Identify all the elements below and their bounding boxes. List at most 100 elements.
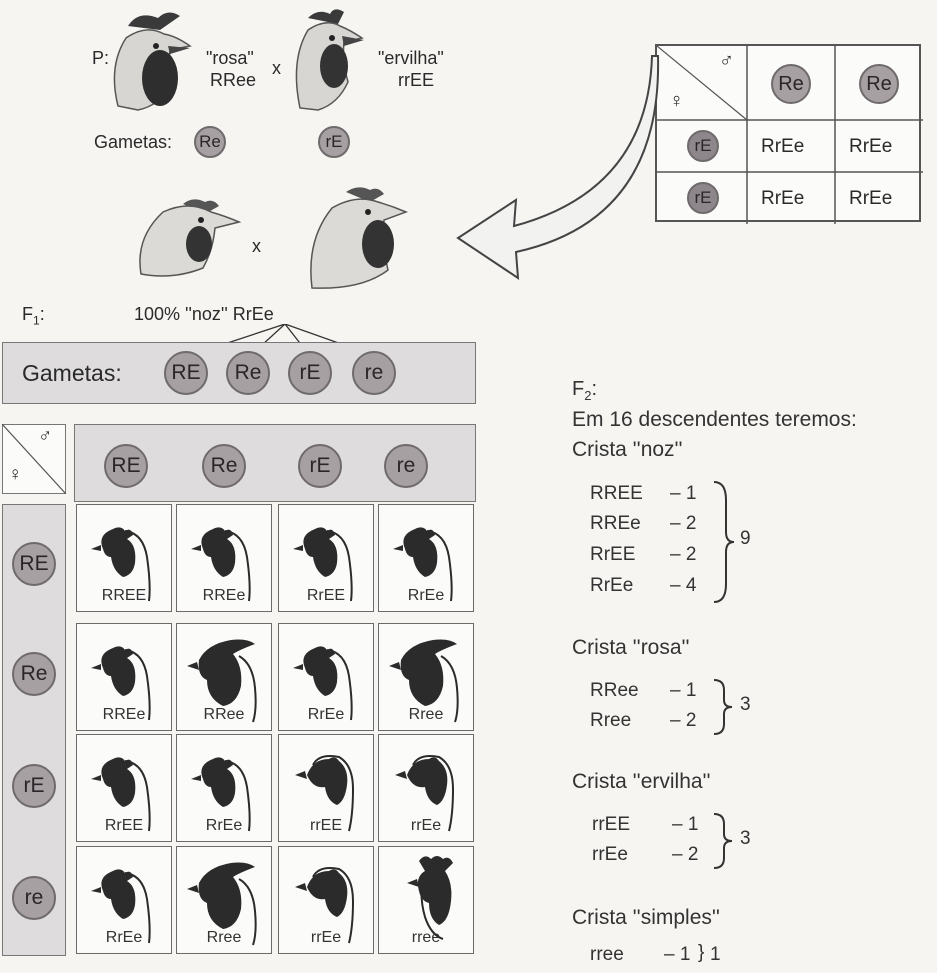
f2-offspring-cell: RrEe bbox=[378, 504, 474, 612]
brace-simples: } bbox=[698, 942, 705, 963]
f2-offspring-cell: rree bbox=[378, 846, 474, 954]
group-simples-count: – 1 bbox=[664, 944, 691, 965]
p-label: P: bbox=[92, 48, 110, 68]
gametas-label-parents: Gametas: bbox=[94, 132, 173, 152]
f2-cell-genotype: RREE bbox=[101, 587, 147, 604]
f1-table-col-gamete: Re bbox=[859, 64, 899, 104]
f2-offspring-cell: rrEe bbox=[378, 734, 474, 842]
f2-offspring-cell: RrEe bbox=[76, 846, 172, 954]
f2-offspring-cell: RrEe bbox=[176, 734, 272, 842]
f2-row-gamete: re bbox=[12, 876, 56, 920]
group-title-simples: Crista ''simples'' bbox=[572, 906, 720, 929]
group-noz-geno: RREE bbox=[590, 483, 643, 504]
group-noz-count: – 1 bbox=[670, 483, 697, 504]
f1-gamete: rE bbox=[288, 351, 332, 395]
female-symbol: ♀ bbox=[669, 90, 684, 112]
f2-cell-genotype: rrEe bbox=[310, 929, 342, 946]
f1-label-sub: 1 bbox=[33, 313, 40, 328]
f2-offspring-cell: RrEE bbox=[76, 734, 172, 842]
f2-offspring-cell: Rree bbox=[378, 623, 474, 731]
rooster-silhouette-icon bbox=[91, 757, 151, 832]
f1-rooster-illustration bbox=[310, 187, 409, 289]
group-title-rosa: Crista ''rosa'' bbox=[572, 636, 690, 659]
f1-table-row-gamete: rE bbox=[687, 130, 719, 162]
f1-table-col-gamete: Re bbox=[771, 64, 811, 104]
f2-offspring-cell: rrEe bbox=[278, 846, 374, 954]
brace-rosa bbox=[713, 679, 733, 735]
f2-female-symbol: ♀ bbox=[8, 464, 23, 485]
group-noz-geno: RrEe bbox=[590, 575, 634, 596]
f1-table-cell: RrEe bbox=[849, 136, 893, 157]
rooster-silhouette-icon bbox=[389, 639, 459, 723]
group-ervilha-geno: rrEe bbox=[592, 844, 628, 865]
f1-gamete: RE bbox=[164, 351, 208, 395]
f2-row-gamete: rE bbox=[12, 764, 56, 808]
f2-col-gamete: re bbox=[384, 444, 428, 488]
male-symbol: ♂ bbox=[719, 50, 734, 72]
group-title-ervilha: Crista ''ervilha'' bbox=[572, 770, 711, 793]
f2-col-gamete: rE bbox=[298, 444, 342, 488]
rooster-silhouette-icon bbox=[393, 527, 453, 602]
f2-label-sub: 2 bbox=[584, 388, 592, 403]
cross-symbol-f1: x bbox=[252, 236, 261, 256]
rooster-silhouette-icon bbox=[91, 646, 151, 721]
f1-table-cell: RrEe bbox=[761, 188, 805, 209]
f2-cell-genotype: rree bbox=[411, 929, 441, 946]
brace-ervilha bbox=[713, 813, 733, 869]
f2-offspring-cell: RREe bbox=[176, 504, 272, 612]
f2-offspring-cell: RREe bbox=[76, 623, 172, 731]
rooster-silhouette-icon bbox=[91, 869, 151, 944]
rooster-silhouette-icon bbox=[395, 755, 455, 832]
f2-label-letter: F bbox=[572, 378, 585, 400]
f1-label-colon: : bbox=[39, 304, 45, 324]
f1-description: 100% ''noz'' RrEe bbox=[134, 304, 274, 324]
group-ervilha-geno: rrEE bbox=[592, 814, 630, 835]
rooster-silhouette-icon bbox=[187, 862, 257, 946]
rooster-silhouette-icon bbox=[293, 646, 353, 721]
f2-col-gamete: Re bbox=[202, 444, 246, 488]
rosa-name: "rosa" bbox=[206, 48, 254, 68]
f2-cell-genotype: RrEE bbox=[306, 587, 346, 604]
f2-offspring-cell: RRee bbox=[176, 623, 272, 731]
group-ervilha-count: – 1 bbox=[672, 814, 699, 835]
gamete-re-ervilha: rE bbox=[318, 126, 350, 158]
f2-col-gamete: RE bbox=[104, 444, 148, 488]
f1-gamete: re bbox=[352, 351, 396, 395]
group-rosa-total: 3 bbox=[740, 694, 751, 715]
curved-arrow-icon bbox=[456, 55, 660, 280]
f2-offspring-cell: RrEE bbox=[278, 504, 374, 612]
f2-male-symbol: ♂ bbox=[38, 426, 53, 447]
f2-row-gamete: Re bbox=[12, 652, 56, 696]
ervilha-genotype: rrEE bbox=[398, 70, 434, 90]
f2-cell-genotype: Rree bbox=[206, 929, 242, 946]
f2-offspring-cell: RrEe bbox=[278, 623, 374, 731]
f2-offspring-cell: rrEE bbox=[278, 734, 374, 842]
f1-table-cell: RrEe bbox=[849, 188, 893, 209]
rooster-silhouette-icon bbox=[293, 527, 353, 602]
f2-cell-genotype: RrEE bbox=[104, 817, 144, 834]
f1-table-cell: RrEe bbox=[761, 136, 805, 157]
rooster-silhouette-icon bbox=[295, 867, 355, 944]
rooster-silhouette-icon bbox=[91, 527, 151, 602]
group-rosa-geno: Rree bbox=[590, 710, 632, 731]
f2-cell-genotype: RrEe bbox=[105, 929, 143, 946]
f2-intro: Em 16 descendentes teremos: bbox=[572, 408, 857, 431]
rooster-silhouette-icon bbox=[191, 757, 251, 832]
brace-noz bbox=[713, 481, 735, 603]
f2-label: F2: bbox=[572, 378, 597, 403]
f2-row-gamete: RE bbox=[12, 542, 56, 586]
ervilha-rooster-illustration bbox=[295, 9, 364, 111]
group-simples-geno: rree bbox=[590, 944, 624, 965]
group-rosa-count: – 2 bbox=[670, 710, 697, 731]
f1-label-letter: F bbox=[22, 304, 33, 324]
gamete-re-rosa: Re bbox=[194, 126, 226, 158]
group-title-noz: Crista ''noz'' bbox=[572, 438, 683, 461]
f2-cell-genotype: RrEe bbox=[205, 817, 243, 834]
f2-cell-genotype: RRee bbox=[203, 706, 245, 723]
group-noz-total: 9 bbox=[740, 528, 751, 549]
rooster-silhouette-icon bbox=[407, 856, 453, 940]
f2-label-colon: : bbox=[591, 378, 598, 400]
group-noz-geno: RREe bbox=[590, 513, 641, 534]
f2-cell-genotype: RrEe bbox=[407, 587, 445, 604]
f1-punnett-table: ♂ ♀ Re Re rE rE RrEe RrEe RrEe RrEe bbox=[655, 44, 923, 224]
